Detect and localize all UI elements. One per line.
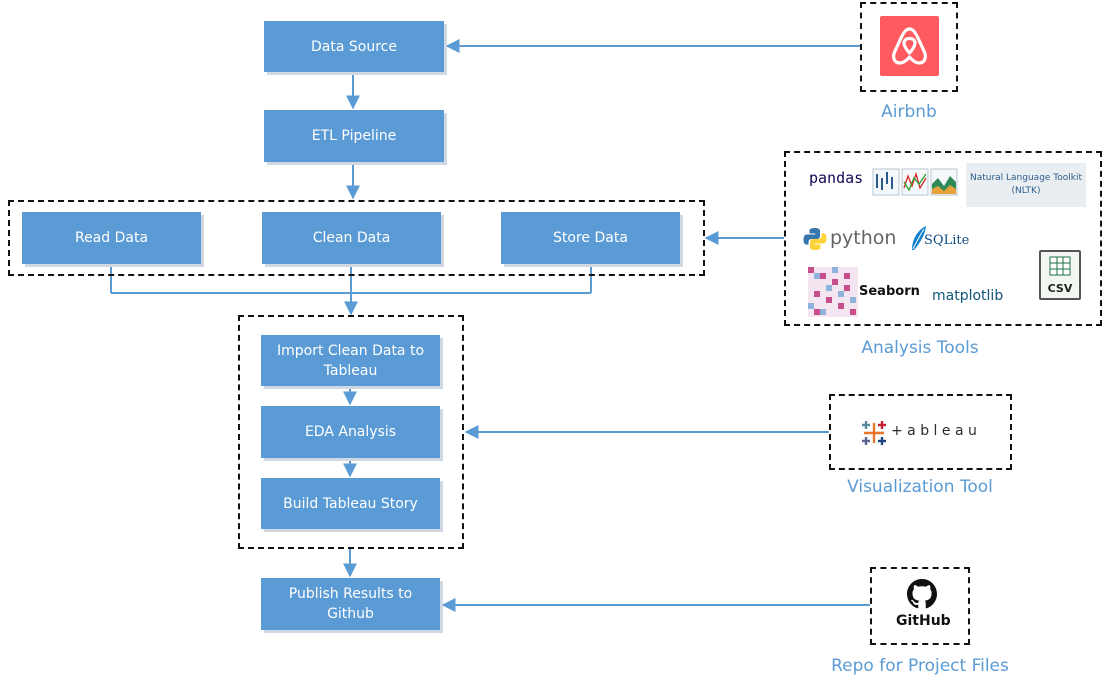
matplotlib-logo: matplotlib [932,288,1004,304]
sqlite-feather-icon [912,226,926,250]
github-frame: GitHub [870,567,970,645]
visualization-tool-caption: Visualization Tool [847,477,993,497]
tableau-steps-group [238,315,464,549]
analysis-tools-frame: pandas Natural Language Toolkit (NLTK) p… [784,151,1102,326]
python-snake-icon [803,228,827,250]
airbnb-caption: Airbnb [881,102,937,122]
data-source-box: Data Source [264,21,444,72]
clean-data-box: Clean Data [262,212,441,264]
python-logo: python [830,227,897,249]
airbnb-logo-icon [880,16,939,76]
build-tableau-story-box: Build Tableau Story [261,478,440,529]
read-data-box: Read Data [22,212,201,264]
airbnb-symbol-icon [892,27,927,65]
tableau-frame: + a b l e a u [829,394,1012,470]
airbnb-frame [860,2,958,92]
repo-caption: Repo for Project Files [831,656,1009,676]
analysis-tools-caption: Analysis Tools [861,338,979,358]
chart-thumbnails-icon [872,168,958,196]
etl-steps-group [8,200,705,276]
nltk-logo: Natural Language Toolkit (NLTK) [966,163,1086,207]
seaborn-logo: Seaborn [859,284,920,299]
nltk-logo-label: Natural Language Toolkit (NLTK) [969,173,1083,196]
import-clean-data-box: Import Clean Data to Tableau [261,335,440,386]
github-octocat-icon [907,579,937,609]
tableau-cross-icon [862,421,886,445]
tableau-logo: + a b l e a u [891,423,977,439]
publish-results-box: Publish Results to Github [261,578,440,630]
store-data-box: Store Data [501,212,680,264]
github-logo: GitHub [896,613,951,629]
spreadsheet-grid-icon [1049,256,1071,276]
etl-pipeline-box: ETL Pipeline [264,110,444,162]
pandas-logo: pandas [809,169,864,187]
csv-file-icon: CSV [1039,250,1081,300]
seaborn-heatmap-icon [808,267,858,317]
eda-analysis-box: EDA Analysis [261,406,440,458]
sqlite-logo: SQLite [924,233,970,248]
csv-label: CSV [1047,282,1073,295]
